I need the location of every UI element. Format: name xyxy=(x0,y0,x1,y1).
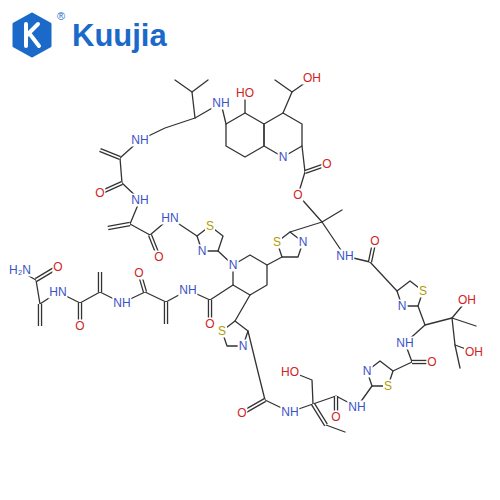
atom-label: O xyxy=(74,320,85,333)
atom-label: S xyxy=(418,285,428,298)
atom-label: NH xyxy=(347,401,366,414)
atom-label: O xyxy=(94,187,105,200)
atom-label: O xyxy=(292,189,303,202)
atom-label: O xyxy=(204,318,215,331)
atom-label: O xyxy=(153,251,164,264)
atom-label: N xyxy=(238,340,249,353)
atom-label: N xyxy=(362,365,373,378)
atom-label: O xyxy=(369,235,380,248)
atom-label: N xyxy=(397,300,408,313)
atom-label: HO xyxy=(235,87,255,100)
atom-label: H₂N xyxy=(8,264,32,277)
atom-label: N xyxy=(278,151,289,164)
atom-label: N xyxy=(298,236,309,249)
atom-label: NH xyxy=(130,194,149,207)
atom-label: NH xyxy=(112,297,131,310)
atom-label: O xyxy=(236,407,247,420)
atom-label: O xyxy=(321,158,332,171)
atom-label: NH xyxy=(280,406,299,419)
brand-name: Kuujia xyxy=(72,18,167,54)
atom-label: S xyxy=(383,380,393,393)
atom-label: N xyxy=(228,259,239,272)
atom-label: S xyxy=(217,325,227,338)
atom-label: NH xyxy=(335,250,354,263)
atom-label: OH xyxy=(464,346,484,359)
atom-label: HN xyxy=(160,212,179,225)
atom-label: NH xyxy=(178,284,197,297)
atom-label: OH xyxy=(302,72,322,85)
atom-label: S xyxy=(205,220,215,233)
atom-label: NH xyxy=(395,337,414,350)
atom-label: S xyxy=(272,236,282,249)
atom-label: O xyxy=(330,411,341,424)
atom-label: N xyxy=(197,245,208,258)
atom-label: HO xyxy=(280,366,300,379)
registered-mark: ® xyxy=(57,10,65,22)
atom-label: HN xyxy=(48,286,67,299)
atom-label: O xyxy=(426,356,437,369)
atom-label: NH xyxy=(211,97,230,110)
atom-label: NH xyxy=(130,134,149,147)
atom-label: O xyxy=(52,261,63,274)
atom-label: O xyxy=(133,267,144,280)
atom-label: OH xyxy=(457,294,477,307)
